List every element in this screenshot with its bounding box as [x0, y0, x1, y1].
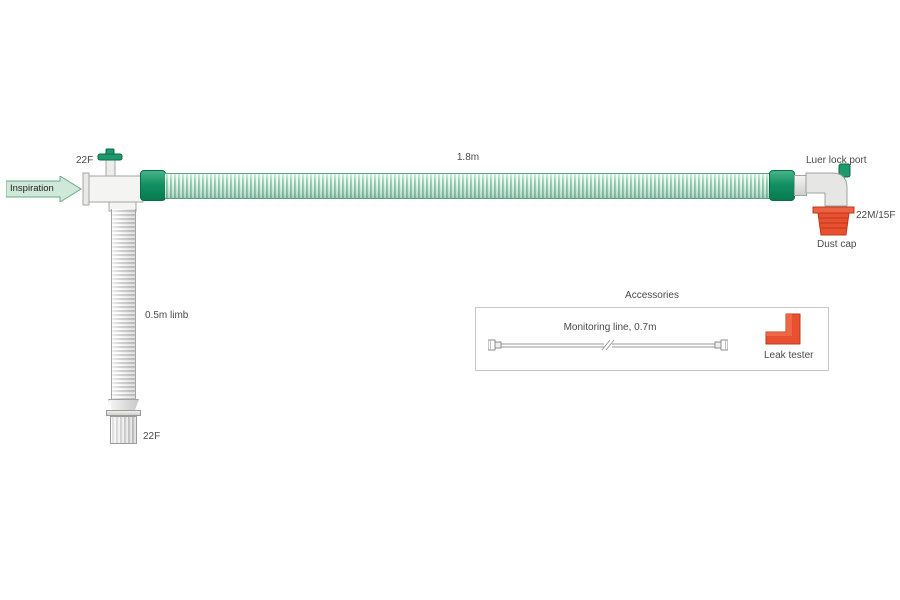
dust-cap-body — [817, 212, 850, 236]
elbow-body — [805, 172, 848, 207]
limb-end-label: 22F — [143, 431, 161, 442]
top-port-cap-icon — [97, 153, 123, 161]
dust-cap — [812, 206, 855, 236]
main-tube-length-label: 1.8m — [456, 152, 480, 163]
limb-connector-22f — [110, 416, 137, 444]
accessories-panel — [475, 307, 829, 371]
luer-lock-port-label: Luer lock port — [806, 155, 867, 166]
monitoring-line — [488, 339, 728, 351]
wye-barrel — [85, 175, 144, 203]
wye-machine-end-flange — [82, 172, 90, 206]
monitoring-line-connector-right — [720, 339, 728, 351]
elbow-connector — [805, 163, 851, 207]
leak-tester — [765, 313, 801, 345]
break-mark — [601, 339, 611, 351]
main-tube — [165, 173, 770, 199]
limb-length-label: 0.5m limb — [145, 310, 189, 321]
leak-tester-highlight — [766, 314, 792, 336]
tube-cuff-right — [769, 170, 795, 201]
inspiration-arrow — [6, 176, 82, 202]
expandable-limb — [111, 209, 136, 400]
inspiration-arrow-shape — [6, 176, 82, 202]
accessories-title: Accessories — [625, 290, 679, 301]
wye-connector — [82, 148, 144, 212]
inspiration-label: Inspiration — [10, 183, 54, 194]
monitoring-line-connector-left — [488, 339, 496, 351]
leak-tester-body — [765, 313, 801, 345]
top-port-label: 22F — [76, 155, 94, 166]
tube-cuff-left — [140, 170, 166, 201]
dust-cap-flange — [812, 206, 855, 214]
connector-hub-left — [494, 341, 502, 349]
limb-connector-flange — [106, 410, 141, 416]
connector-hub-right — [714, 341, 722, 349]
luer-lock-cap-icon — [838, 163, 851, 178]
top-port-stem — [105, 159, 116, 179]
dust-cap-label: Dust cap — [817, 239, 857, 250]
monitoring-line-label: Monitoring line, 0.7m — [563, 322, 657, 333]
elbow-size-label: 22M/15F — [856, 210, 896, 221]
leak-tester-label: Leak tester — [764, 350, 814, 361]
break-mark — [605, 339, 615, 351]
